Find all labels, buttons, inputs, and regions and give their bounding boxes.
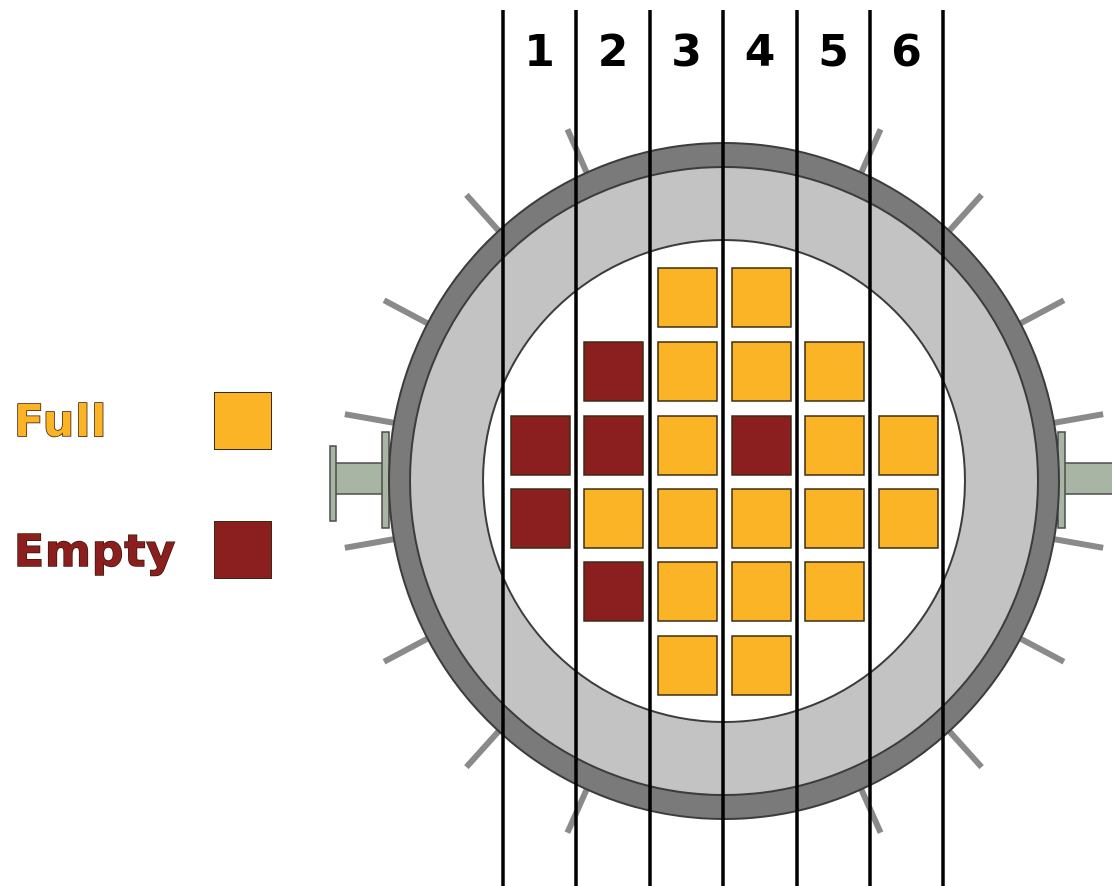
full-cell	[657, 267, 718, 328]
column-number-1: 1	[524, 26, 555, 77]
full-cell	[583, 488, 644, 549]
empty-cell	[583, 341, 644, 402]
full-cell	[878, 415, 939, 476]
full-cell	[731, 267, 792, 328]
column-number-3: 3	[671, 26, 702, 77]
right-nozzle	[1057, 431, 1112, 529]
full-cell	[804, 415, 865, 476]
empty-cell	[583, 561, 644, 622]
full-cell	[731, 635, 792, 696]
full-cell	[804, 341, 865, 402]
full-cell	[731, 561, 792, 622]
empty-cell	[510, 415, 571, 476]
full-cell	[878, 488, 939, 549]
empty-cell	[731, 415, 792, 476]
fuel-grid	[510, 267, 939, 696]
full-cell	[657, 561, 718, 622]
full-cell	[657, 415, 718, 476]
full-cell	[657, 488, 718, 549]
legend-empty-swatch	[214, 521, 272, 579]
full-cell	[657, 341, 718, 402]
full-cell	[731, 488, 792, 549]
column-number-6: 6	[891, 26, 922, 77]
legend-full-swatch	[214, 392, 272, 450]
legend-full-label: Full	[13, 396, 108, 447]
empty-cell	[510, 488, 571, 549]
full-cell	[804, 488, 865, 549]
legend-empty-label: Empty	[13, 526, 177, 577]
full-cell	[804, 561, 865, 622]
column-number-2: 2	[597, 26, 629, 77]
empty-cell	[583, 415, 644, 476]
full-cell	[731, 341, 792, 402]
left-nozzle	[329, 431, 391, 529]
full-cell	[657, 635, 718, 696]
column-dividers	[501, 10, 945, 886]
column-number-5: 5	[818, 26, 849, 77]
column-number-4: 4	[744, 26, 776, 77]
